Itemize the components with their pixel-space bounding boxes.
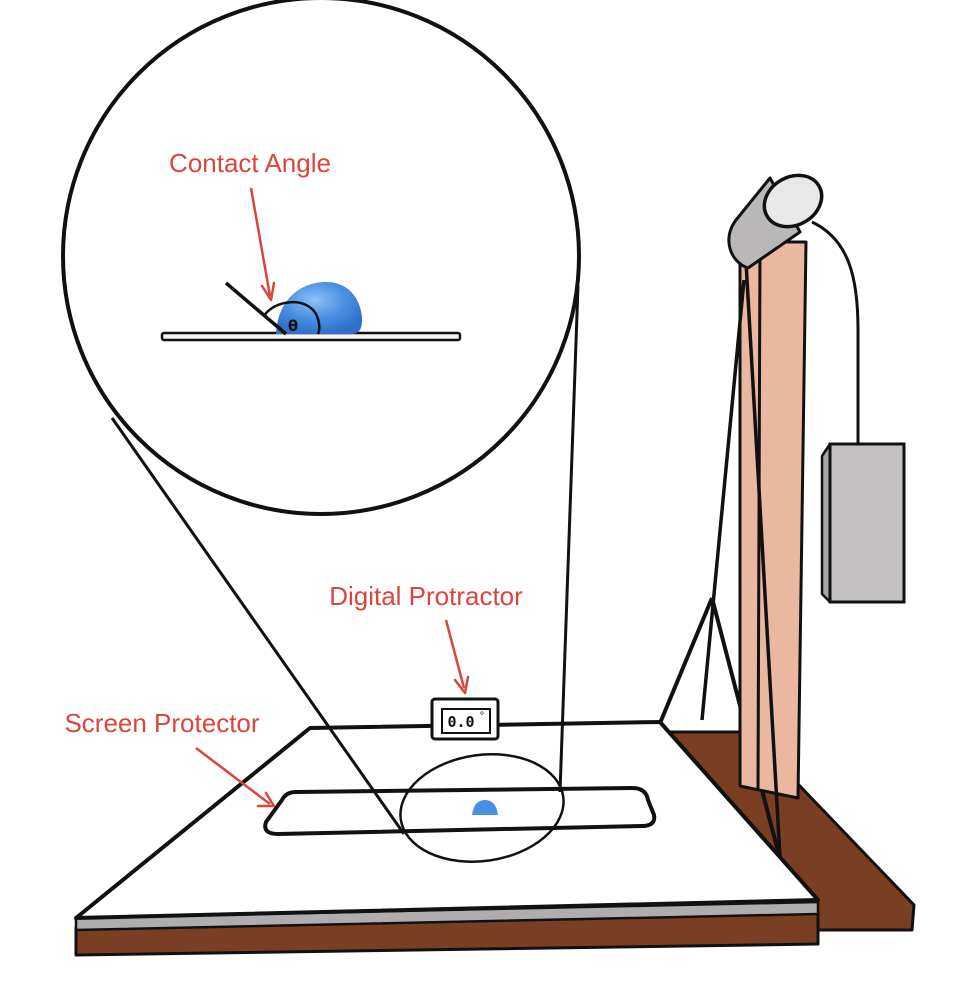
zoom-droplet: [276, 282, 362, 334]
protractor-reading: 0.0: [447, 713, 474, 731]
camera-lens: [762, 173, 824, 229]
label-digital-protractor: Digital Protractor: [329, 581, 523, 611]
arrow-digital-protractor: [444, 619, 470, 695]
camera-cable: [811, 220, 860, 446]
angle-arc: [262, 300, 321, 335]
droplet-small: [472, 800, 498, 815]
support-rod: [744, 261, 784, 893]
zoom-line-right: [558, 285, 580, 793]
arrow-contact-angle: [249, 187, 276, 302]
arrow-screen-protector: [195, 747, 276, 808]
control-box: [828, 442, 906, 604]
protractor-unit: °: [480, 711, 485, 722]
magnifier-ellipse: [399, 753, 565, 863]
protractor-display: [441, 708, 491, 734]
digital-protractor: 0.0 °: [430, 697, 500, 741]
angle-symbol: θ: [288, 317, 298, 335]
support-rod-front: [700, 279, 746, 721]
platform-surface: [74, 720, 820, 920]
zoom-circle: [61, 0, 581, 516]
screen-protector: [263, 786, 657, 836]
support-leg-left: [656, 597, 714, 729]
label-screen-protector: Screen Protector: [64, 708, 259, 738]
zoom-line-left: [110, 417, 406, 835]
label-contact-angle: Contact Angle: [169, 148, 331, 178]
zoom-substrate: [160, 331, 462, 342]
tangent-line: [224, 281, 288, 336]
